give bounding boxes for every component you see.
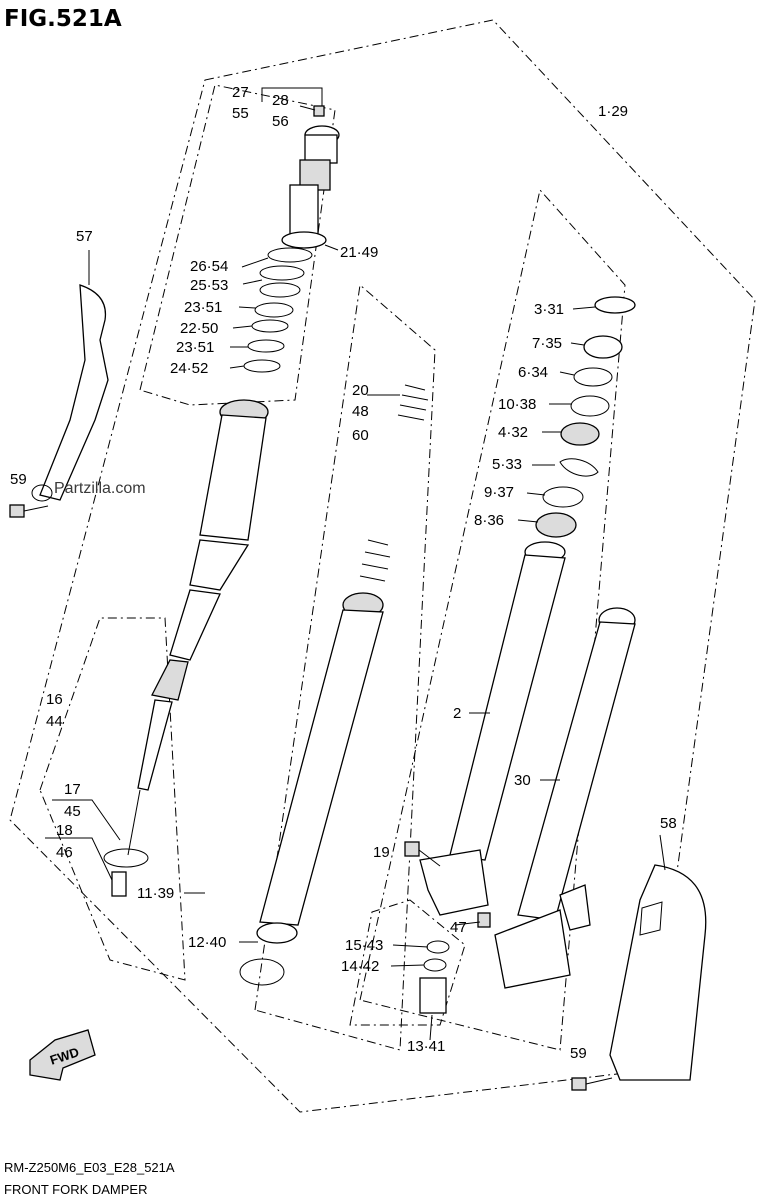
callout-5-33: 5·33	[492, 456, 522, 473]
callout-2: 2	[453, 705, 461, 722]
watermark: Partzilla.com	[54, 480, 146, 497]
callout-4-32: 4·32	[498, 424, 528, 441]
fork-leg-30	[494, 607, 636, 989]
callout-47: 47	[450, 919, 467, 936]
callout-13-41: 13·41	[407, 1038, 445, 1055]
bracket-57	[31, 284, 109, 502]
spring	[359, 384, 429, 582]
callout-23-51b: 23·51	[176, 339, 214, 356]
callout-48: 48	[352, 403, 369, 420]
callout-30: 30	[514, 772, 531, 789]
callout-7-35: 7·35	[532, 335, 562, 352]
damper-cartridge	[103, 399, 269, 897]
callout-17: 17	[64, 781, 81, 798]
cartridge-top-assembly	[243, 105, 340, 373]
callout-22-50: 22·50	[180, 320, 218, 337]
damper-rod-sub-outline	[39, 617, 186, 981]
bolt-59-top	[9, 504, 49, 518]
callout-19: 19	[373, 844, 390, 861]
callout-59-bottom: 59	[570, 1045, 587, 1062]
callout-23-51a: 23·51	[184, 299, 222, 316]
axle-fitting	[419, 940, 450, 1014]
callout-14-42: 14·42	[341, 958, 379, 975]
fitting-sub-outline	[349, 899, 466, 1026]
bolt-59-bottom	[571, 1077, 613, 1091]
callout-57: 57	[76, 228, 93, 245]
figure-name: FRONT FORK DAMPER	[4, 1182, 148, 1197]
callout-46: 46	[56, 844, 73, 861]
leader-lines	[45, 87, 666, 1041]
bolt-19	[404, 841, 441, 867]
outer-tube-sub-outline	[359, 188, 626, 1051]
callout-3-31: 3·31	[534, 301, 564, 318]
callout-55: 55	[232, 105, 249, 122]
callout-9-37: 9·37	[484, 484, 514, 501]
callout-18: 18	[56, 822, 73, 839]
callout-27: 27	[232, 84, 249, 101]
callout-56: 56	[272, 113, 289, 130]
callout-21-49: 21·49	[340, 244, 378, 261]
callout-11-39: 11·39	[137, 885, 174, 902]
callout-45: 45	[64, 803, 81, 820]
fork-guard	[609, 864, 707, 1081]
bolt-47	[477, 912, 491, 928]
figure-code: RM-Z250M6_E03_E28_521A	[4, 1160, 175, 1175]
callout-15-43: 15·43	[345, 937, 383, 954]
callout-16: 16	[46, 691, 63, 708]
callout-8-36: 8·36	[474, 512, 504, 529]
callout-6-34: 6·34	[518, 364, 548, 381]
outer-tube	[419, 296, 636, 916]
outer-assembly-outline	[9, 19, 756, 1113]
callout-10-38: 10·38	[498, 396, 536, 413]
callout-1-29: 1·29	[598, 103, 628, 120]
fwd-direction-badge: FWD	[29, 1029, 96, 1081]
callout-28: 28	[272, 92, 289, 109]
spring-sub-outline	[254, 284, 436, 1051]
callout-60: 60	[352, 427, 369, 444]
callout-20: 20	[352, 382, 369, 399]
callout-44: 44	[46, 713, 63, 730]
callout-25-53: 25·53	[190, 277, 228, 294]
callout-labels: 27 55 28 56 1·29 21·49 26·54 25·53 23·51…	[10, 84, 677, 1062]
callout-59-top: 59	[10, 471, 27, 488]
callout-58: 58	[660, 815, 677, 832]
figure-title: FIG.521A	[4, 6, 122, 32]
cartridge-sub-outline	[139, 84, 336, 406]
callout-12-40: 12·40	[188, 934, 226, 951]
inner-tube	[239, 592, 384, 986]
callout-24-52: 24·52	[170, 360, 208, 377]
callout-26-54: 26·54	[190, 258, 228, 275]
